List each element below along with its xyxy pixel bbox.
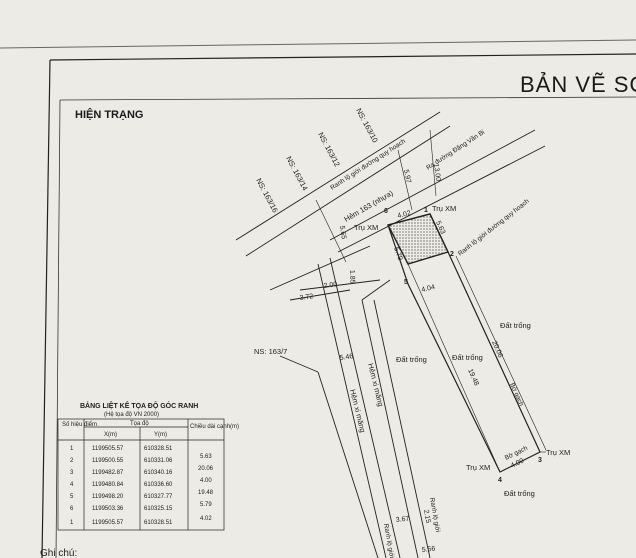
th-point: Số hiệu điểm bbox=[62, 421, 97, 428]
table-title: BẢNG LIỆT KÊ TỌA ĐỘ GÓC RANH bbox=[80, 401, 198, 410]
th-y: Y(m) bbox=[154, 432, 167, 438]
planning-line-right-label: Ranh lộ giới đường quy hoạch bbox=[457, 198, 531, 258]
parcel-inner-line bbox=[407, 263, 501, 473]
cell-y: 610331.06 bbox=[144, 458, 173, 464]
wall-label: Bờ gạch bbox=[508, 382, 525, 408]
title-separator bbox=[59, 96, 636, 101]
table-row: 6 1199503.36 610325.15 5.79 bbox=[70, 502, 212, 512]
cell-x: 1199500.55 bbox=[92, 458, 124, 464]
table-row: 3 1199482.87 610340.16 20.06 bbox=[70, 466, 214, 476]
cell-id: 3 bbox=[70, 470, 74, 476]
alley-lines bbox=[269, 245, 431, 558]
cell-y: 610340.16 bbox=[144, 470, 173, 476]
table-row: 4 1199480.84 610336.60 4.00 bbox=[70, 478, 212, 488]
outer-frame bbox=[0, 39, 636, 49]
main-road bbox=[235, 111, 546, 257]
land-label: Đất trống bbox=[396, 355, 427, 364]
cell-len: 19.48 bbox=[198, 490, 214, 496]
table-row: 1 1199505.57 610328.51 4.02 bbox=[70, 516, 212, 526]
house-163-7-leader bbox=[279, 355, 319, 373]
dim-label: 13.00 bbox=[432, 163, 441, 181]
table-subtitle: (Hệ tọa độ VN 2000) bbox=[104, 412, 159, 418]
cell-len: 20.06 bbox=[198, 466, 214, 472]
point-label: 4 bbox=[498, 477, 502, 484]
house-label: NS: 163/14 bbox=[284, 155, 310, 192]
point-label: 1 bbox=[424, 207, 428, 214]
cell-id: 1 bbox=[70, 446, 74, 452]
cell-x: 1199480.84 bbox=[92, 482, 124, 488]
cell-x: 1199505.57 bbox=[92, 446, 124, 452]
cell-x: 1199482.87 bbox=[92, 470, 124, 476]
main-road-label: Hẻm 163 (nhựa) bbox=[343, 188, 396, 224]
land-label: Đất trống bbox=[500, 321, 531, 330]
cell-x: 1199505.57 bbox=[92, 520, 124, 526]
dim-label: 2.15 bbox=[422, 509, 431, 524]
marker-label: Trụ XM bbox=[466, 463, 490, 472]
alley-label: Hẻm xi măng bbox=[366, 362, 385, 407]
alley-label: Hẻm xi măng bbox=[348, 388, 367, 433]
marker-label: Trụ XM bbox=[354, 223, 378, 232]
table-row: 1 1199505.57 610328.51 bbox=[70, 446, 173, 452]
dim-label: 5.63 bbox=[434, 220, 446, 235]
dim-label: 5.97 bbox=[402, 169, 412, 184]
section-title: HIỆN TRẠNG bbox=[75, 108, 143, 121]
marker-label: Trụ XM bbox=[432, 204, 456, 213]
house-label: NS: 163/10 bbox=[354, 107, 380, 144]
table-row: 2 1199500.55 610331.06 5.63 bbox=[70, 454, 212, 464]
point-label: 6 bbox=[384, 208, 388, 215]
parcel-right-offset bbox=[455, 255, 547, 451]
table-row: 5 1199498.20 610327.77 19.48 bbox=[70, 490, 214, 500]
dim-label: 19.48 bbox=[466, 368, 480, 387]
sheet-title: BẢN VẼ SƠ bbox=[520, 72, 636, 97]
cell-id: 6 bbox=[70, 506, 74, 512]
planning-line-top-label: Ranh lộ giới đường quy hoạch bbox=[329, 138, 407, 192]
point-label: 5 bbox=[404, 279, 408, 286]
dim-label: 1.85 bbox=[348, 270, 355, 284]
cell-len: 5.79 bbox=[200, 502, 212, 508]
th-length: Chiều dài cạnh(m) bbox=[190, 424, 239, 430]
land-label: Đất trống bbox=[504, 489, 535, 498]
cell-len: 4.00 bbox=[200, 478, 212, 484]
house-label: NS: 163/7 bbox=[254, 347, 287, 356]
th-x: X(m) bbox=[104, 432, 117, 438]
dim-label: 3.67 bbox=[395, 516, 409, 524]
inner-frame-left bbox=[41, 59, 51, 558]
cell-id: 2 bbox=[70, 458, 74, 464]
cell-y: 610336.60 bbox=[144, 482, 173, 488]
dim-label: 2.00 bbox=[323, 281, 338, 290]
note-label: Ghi chú: bbox=[40, 548, 77, 558]
cell-x: 1199498.20 bbox=[92, 494, 124, 500]
house-label: NS: 163/16 bbox=[254, 177, 280, 214]
cell-id: 5 bbox=[70, 494, 74, 500]
dim-label: 4.00 bbox=[510, 457, 525, 469]
th-coord-group: Tọa độ bbox=[130, 421, 149, 427]
cell-y: 610325.15 bbox=[144, 506, 173, 512]
cell-y: 610328.51 bbox=[144, 520, 173, 526]
inner-frame bbox=[49, 53, 636, 61]
cell-id: 4 bbox=[70, 482, 74, 488]
cell-id: 1 bbox=[70, 520, 74, 526]
dim-label: 5.79 bbox=[392, 246, 403, 261]
cell-y: 610328.51 bbox=[144, 446, 173, 452]
dim-label: 4.04 bbox=[421, 284, 436, 294]
cell-len: 5.63 bbox=[200, 454, 212, 460]
cell-len: 4.02 bbox=[200, 516, 212, 522]
land-label: Đất trống bbox=[452, 353, 483, 362]
map-frame-left bbox=[55, 99, 61, 558]
point-label: 2 bbox=[450, 251, 454, 258]
top-dimension-lines bbox=[315, 129, 437, 263]
dim-label: 4.02 bbox=[397, 210, 412, 220]
dim-label: 5.46 bbox=[339, 353, 354, 362]
house-label: NS: 163/12 bbox=[316, 131, 342, 168]
cell-x: 1199503.36 bbox=[92, 506, 124, 512]
cell-y: 610327.77 bbox=[144, 494, 173, 500]
dim-label: 5.56 bbox=[421, 546, 435, 554]
marker-label: Trụ XM bbox=[546, 448, 570, 457]
dim-label: 5.65 bbox=[338, 225, 347, 240]
coordinate-table: BẢNG LIỆT KÊ TỌA ĐỘ GÓC RANH (Hệ tọa độ … bbox=[57, 401, 239, 531]
point-label: 3 bbox=[538, 457, 542, 464]
